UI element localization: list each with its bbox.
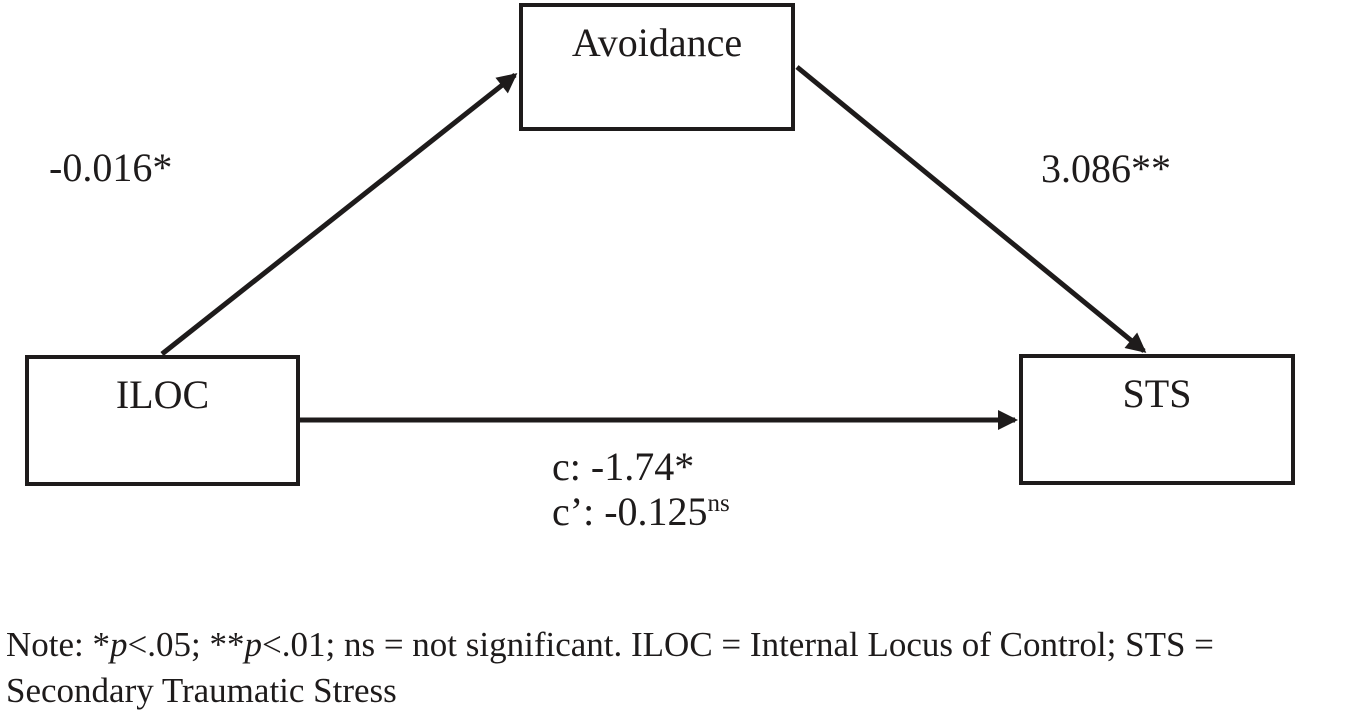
node-iloc: ILOC xyxy=(25,355,300,486)
node-avoidance: Avoidance xyxy=(519,3,795,131)
path-a-arrow-iloc-to-avoidance xyxy=(160,73,518,356)
node-avoidance-label: Avoidance xyxy=(571,20,743,65)
node-iloc-label: ILOC xyxy=(115,372,210,417)
path-a-coefficient: -0.016* xyxy=(49,145,173,190)
path-b-coefficient: 3.086** xyxy=(1041,146,1171,191)
figure-note-line: Secondary Traumatic Stress xyxy=(6,671,397,710)
path-b-arrow-avoidance-to-sts xyxy=(795,65,1147,353)
node-sts-label: STS xyxy=(1122,371,1192,416)
node-sts: STS xyxy=(1019,354,1295,485)
not-significant-superscript: ns xyxy=(707,490,730,517)
figure-note: Note: *p<.05; **p<.01; ns = not signific… xyxy=(6,622,1214,714)
path-c-prime-coefficient: c’: -0.125ns xyxy=(552,489,730,534)
path-c-coefficient-block: c: -1.74* c’: -0.125ns xyxy=(552,444,730,540)
path-c-coefficient: c: -1.74* xyxy=(552,444,695,489)
figure-note-line: Note: *p<.05; **p<.01; ns = not signific… xyxy=(6,625,1214,664)
